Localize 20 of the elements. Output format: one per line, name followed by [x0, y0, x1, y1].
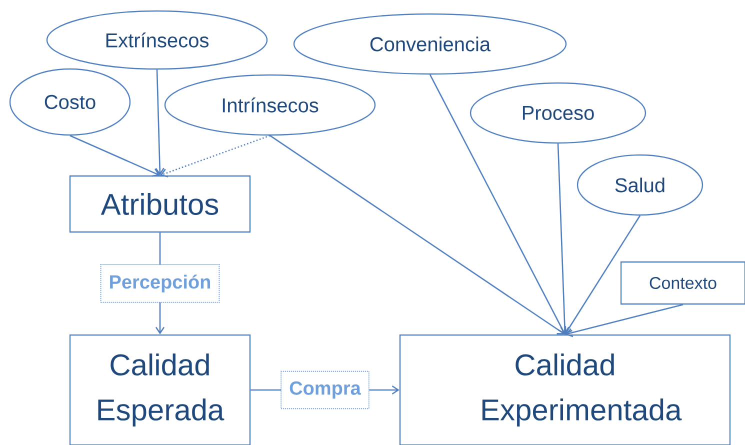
ellipse-node: Salud [576, 154, 704, 216]
ellipse-node: Proceso [470, 82, 646, 144]
arrow [155, 70, 164, 176]
edge-label: Compra [280, 370, 370, 410]
process-box: Contexto [620, 261, 745, 305]
arrow [70, 135, 160, 177]
arrow [270, 135, 565, 334]
process-box: Atributos [69, 175, 251, 233]
arrow [564, 215, 641, 334]
process-box: Calidad Esperada [69, 334, 251, 445]
arrow [565, 304, 684, 338]
ellipse-node: Costo [9, 68, 131, 136]
arrow [429, 74, 566, 334]
arrow [557, 144, 570, 334]
edge-label: Percepción [100, 264, 220, 303]
ellipse-node: Extrínsecos [46, 10, 268, 70]
arrow [160, 134, 270, 178]
ellipse-node: Intrínsecos [164, 74, 376, 136]
process-box: Calidad Experimentada [399, 334, 731, 445]
ellipse-node: Conveniencia [293, 13, 567, 75]
